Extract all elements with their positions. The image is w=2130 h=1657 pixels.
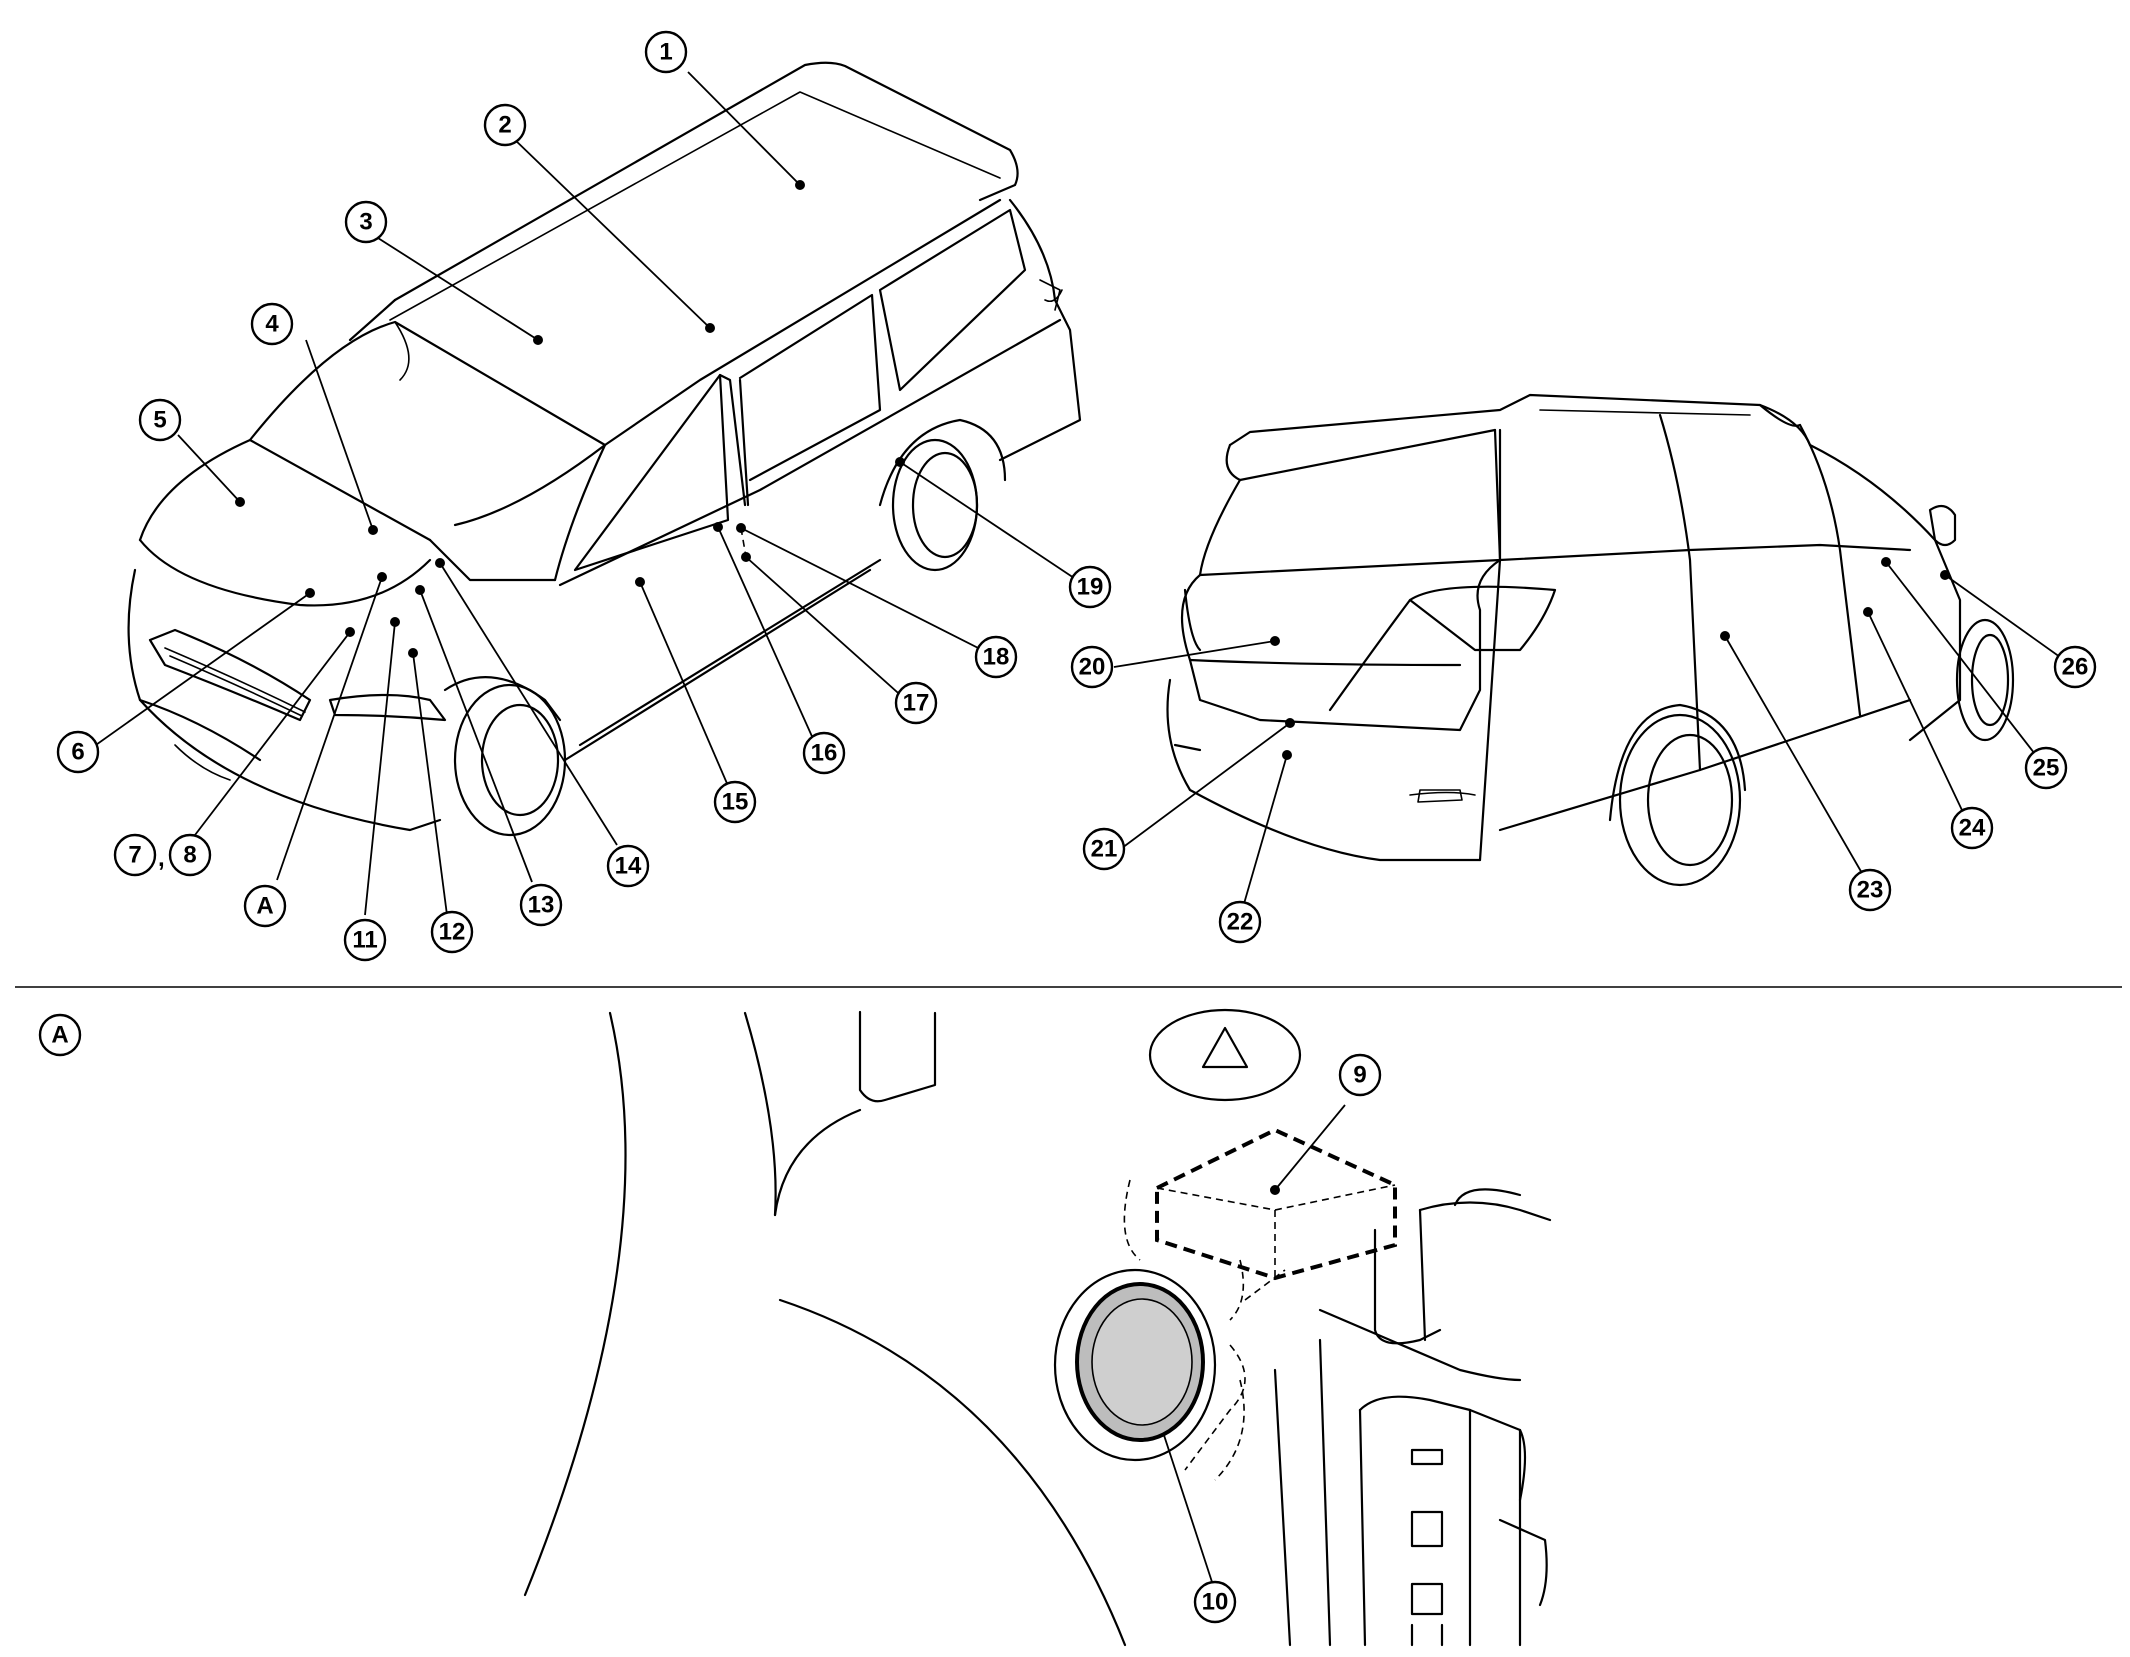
svg-text:10: 10 <box>1202 1589 1229 1616</box>
svg-text:11: 11 <box>352 927 377 954</box>
svg-text:14: 14 <box>615 853 642 880</box>
callout-8: 8 <box>168 833 212 877</box>
svg-text:5: 5 <box>153 407 166 434</box>
callout-5: 5 <box>138 398 182 442</box>
svg-text:21: 21 <box>1091 836 1118 863</box>
svg-text:26: 26 <box>2062 654 2089 681</box>
svg-text:12: 12 <box>439 919 466 946</box>
callout-19: 19 <box>1068 565 1112 609</box>
callout-separator: , <box>158 845 165 872</box>
callout-15: 15 <box>713 780 757 824</box>
callout-3: 3 <box>344 200 388 244</box>
svg-text:19: 19 <box>1077 574 1104 601</box>
callout-18: 18 <box>974 635 1018 679</box>
callout-7: 7 <box>113 833 157 877</box>
svg-text:18: 18 <box>983 644 1010 671</box>
callout-21: 21 <box>1082 827 1126 871</box>
svg-text:23: 23 <box>1857 877 1884 904</box>
svg-text:8: 8 <box>183 842 196 869</box>
callout-25: 25 <box>2024 746 2068 790</box>
callout-4: 4 <box>250 302 294 346</box>
svg-text:7: 7 <box>128 842 141 869</box>
callout-23: 23 <box>1848 868 1892 912</box>
svg-text:A: A <box>256 893 273 920</box>
svg-text:15: 15 <box>722 789 749 816</box>
svg-text:1: 1 <box>659 39 672 66</box>
callout-12: 12 <box>430 910 474 954</box>
svg-text:16: 16 <box>811 740 838 767</box>
svg-text:2: 2 <box>498 112 511 139</box>
svg-text:24: 24 <box>1959 815 1986 842</box>
callout-20: 20 <box>1070 645 1114 689</box>
svg-text:25: 25 <box>2033 755 2060 782</box>
callout-24: 24 <box>1950 806 1994 850</box>
rear-vehicle-illustration <box>1166 393 2015 887</box>
callout-14: 14 <box>606 844 650 888</box>
callout-1: 1 <box>644 30 688 74</box>
callout-22: 22 <box>1218 900 1262 944</box>
callout-A-marker: A <box>243 884 287 928</box>
callout-6: 6 <box>56 730 100 774</box>
detail-a-illustration <box>523 1008 1552 1647</box>
svg-text:6: 6 <box>71 739 84 766</box>
svg-text:4: 4 <box>265 311 279 338</box>
callout-2: 2 <box>483 103 527 147</box>
svg-text:17: 17 <box>903 690 930 717</box>
callout-11: 11 <box>343 918 387 962</box>
svg-text:13: 13 <box>528 892 555 919</box>
callout-16: 16 <box>802 731 846 775</box>
svg-text:A: A <box>51 1022 68 1049</box>
svg-text:9: 9 <box>1353 1062 1366 1089</box>
leader-lines <box>85 71 2075 1586</box>
svg-text:3: 3 <box>359 209 372 236</box>
svg-text:20: 20 <box>1079 654 1106 681</box>
svg-text:22: 22 <box>1227 909 1254 936</box>
callout-26: 26 <box>2053 645 2097 689</box>
callout-9: 9 <box>1338 1053 1382 1097</box>
callout-13: 13 <box>519 883 563 927</box>
callout-10: 10 <box>1193 1580 1237 1624</box>
callout-17: 17 <box>894 681 938 725</box>
detail-a-label: A <box>38 1013 82 1057</box>
front-vehicle-illustration <box>127 61 1082 837</box>
